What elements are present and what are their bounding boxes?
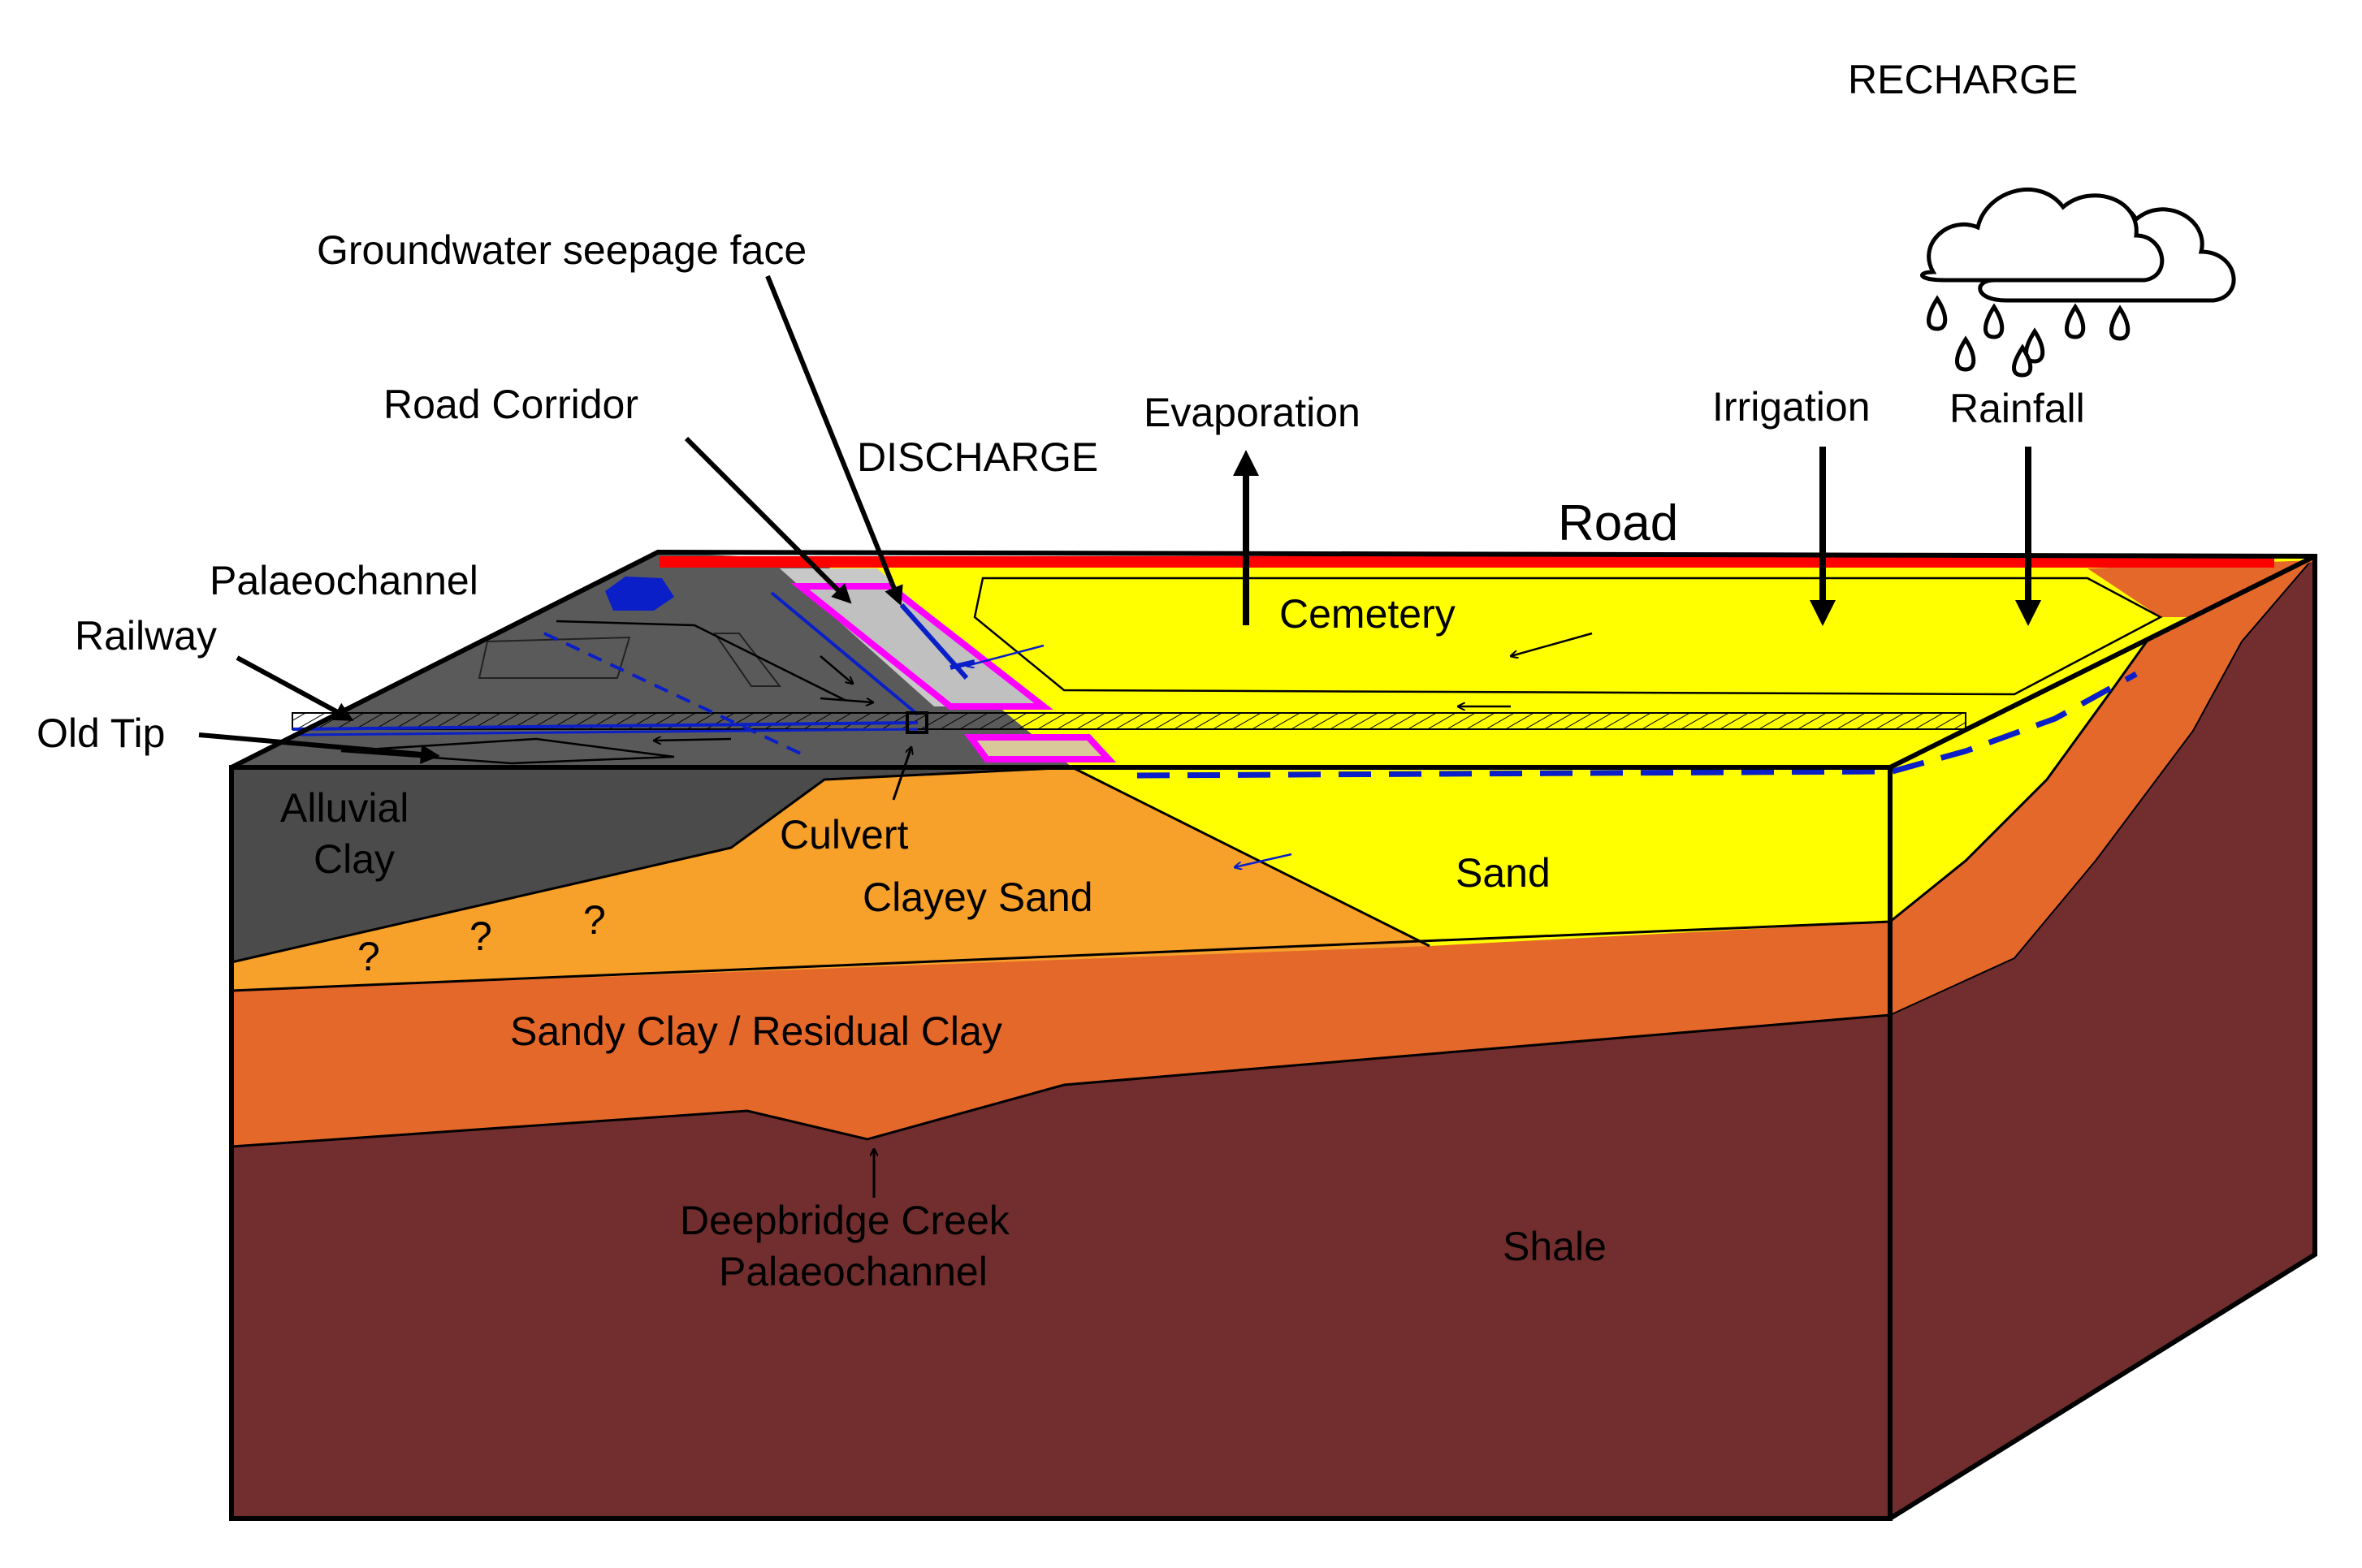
- flow-arrow-corridor: [820, 655, 853, 684]
- flow-arrow-cemetery: [1511, 632, 1593, 656]
- right-face: [1889, 555, 2316, 1518]
- flow-arrow-seepage: [967, 644, 1045, 666]
- clayey-sand-base-line: [231, 920, 1891, 992]
- waterbody: [605, 577, 674, 611]
- unknown-marker-2: ?: [469, 914, 492, 959]
- flow-arrow-sand: [1235, 853, 1292, 867]
- palaeochannel-blue-line: [292, 721, 919, 731]
- alluvial-clay-label-1: Alluvial: [280, 785, 409, 831]
- tip-outline-2: [713, 633, 782, 687]
- culvert-box: [906, 711, 928, 734]
- right-edge: [1888, 554, 2317, 770]
- railway-leader: [236, 655, 354, 721]
- deepbridge-palaeochannel-outline: [231, 1013, 1891, 1148]
- evaporation-label: Evaporation: [1144, 390, 1361, 435]
- tip-boundary-line: [556, 620, 846, 702]
- railway-label: Railway: [75, 613, 217, 659]
- right-face-sand: [1890, 556, 2315, 922]
- right-face-clay-base: [1889, 555, 2316, 1016]
- process-arrows: [1233, 447, 2041, 626]
- rainfall-label: Rainfall: [1949, 386, 2085, 431]
- sandy-clay-label: Sandy Clay / Residual Clay: [510, 1009, 1002, 1054]
- right-face-shale: [1890, 556, 2315, 1518]
- old-tip-outline: [340, 737, 675, 765]
- rain-cloud-icon: [1920, 187, 2236, 378]
- raindrops: [1927, 295, 2131, 378]
- sand-layer: [1072, 767, 1890, 946]
- old-tip-blue-line: [300, 728, 919, 736]
- seepage-face-label: Groundwater seepage face: [317, 227, 807, 273]
- alluvial-clay-label-2: Clay: [314, 836, 395, 882]
- block-outline: [229, 549, 2317, 1521]
- irrigation-label: Irrigation: [1712, 384, 1871, 430]
- road-label: Road: [1558, 495, 1678, 551]
- clayey-sand-label: Clayey Sand: [863, 875, 1093, 920]
- sand-clayey-sand-contact: [1071, 766, 1430, 948]
- flow-arrows: [654, 632, 1593, 867]
- unknown-marker-1: ?: [357, 934, 380, 979]
- alluvial-clay-outline: [231, 766, 1073, 964]
- old-tip-leader: [198, 732, 440, 764]
- clayey-sand-layer: [231, 767, 1430, 991]
- cloud-front: [1920, 187, 2165, 283]
- water-table-dashed-right: [1892, 671, 2138, 775]
- unknown-marker-3: ?: [583, 897, 606, 943]
- front-face-outline: [229, 765, 1893, 1521]
- right-face-sandy-clay: [1890, 556, 2315, 1015]
- recharge-label: RECHARGE: [1848, 57, 2078, 102]
- culvert-label: Culvert: [780, 812, 908, 857]
- palaeochannel-label: Palaeochannel: [210, 558, 478, 603]
- discharge-label: DISCHARGE: [857, 434, 1098, 480]
- old-tip-label: Old Tip: [37, 711, 165, 756]
- sandy-clay-layer: [231, 922, 1890, 1147]
- flow-arrow-tip: [654, 739, 732, 741]
- deepbridge-label-2: Palaeochannel: [719, 1249, 988, 1294]
- corridor-blue-left: [770, 591, 919, 716]
- sand-label: Sand: [1456, 850, 1551, 896]
- road-corridor-leader: [684, 436, 852, 604]
- tip-outline-1: [478, 636, 631, 679]
- front-face: [231, 766, 1891, 1518]
- road-corridor-box: [790, 583, 1053, 710]
- water-table-dashed: [1136, 768, 1893, 779]
- cemetery-label: Cemetery: [1279, 591, 1456, 637]
- seepage-leader: [765, 274, 903, 607]
- road-corridor-label: Road Corridor: [383, 382, 638, 427]
- deepbridge-label-1: Deepbridge Creek: [680, 1198, 1010, 1243]
- labels: RECHARGE Groundwater seepage face Road C…: [37, 57, 2085, 1294]
- flow-arrow-corridor-2: [820, 697, 873, 702]
- cemetery-boundary: [973, 577, 2163, 696]
- leader-arrows: [198, 274, 911, 1198]
- top-surface-orange-corner: [2087, 560, 2315, 617]
- shale-layer: [231, 1015, 1890, 1518]
- top-surface: [231, 552, 2315, 779]
- seepage-box-small: [964, 734, 1117, 762]
- culvert-leader: [892, 747, 911, 801]
- shale-label: Shale: [1503, 1224, 1607, 1269]
